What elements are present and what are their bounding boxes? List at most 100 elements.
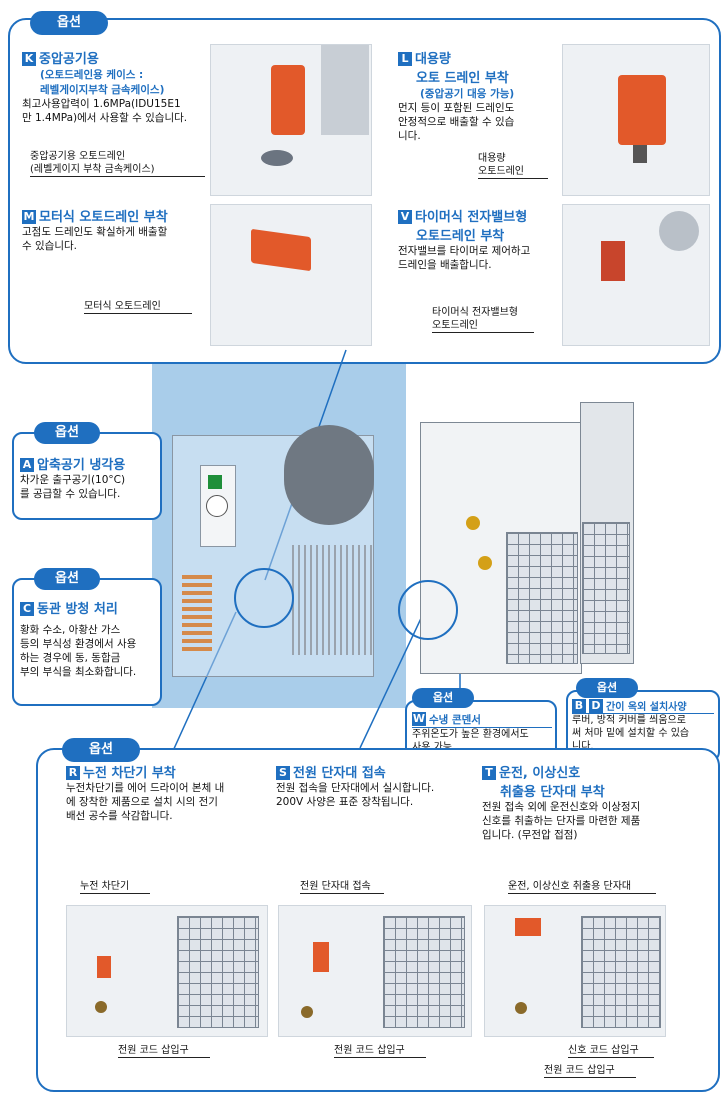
photo-k-metal-case-drain xyxy=(210,44,372,196)
option-c-desc3: 하는 경우에 동, 동합금 xyxy=(20,652,121,664)
option-w-desc1: 주위온도가 높은 환경에서도 xyxy=(412,729,529,740)
photo-r-breaker xyxy=(66,905,268,1037)
option-m-title: 모터식 오토드레인 부착 xyxy=(39,210,168,225)
photo-l-large-drain xyxy=(562,44,710,196)
option-a-desc2: 를 공급할 수 있습니다. xyxy=(20,488,121,500)
option-v-title: 타이머식 전자밸브형 xyxy=(415,210,528,225)
option-t-title2: 취출용 단자대 부착 xyxy=(500,785,605,800)
letter-l: L xyxy=(398,52,412,66)
option-s-caption-top: 전원 단자대 접속 xyxy=(300,880,384,894)
option-s-title: 전원 단자대 접속 xyxy=(293,766,386,781)
option-w-content: W수냉 콘덴서 주위온도가 높은 환경에서도 사용 가능 xyxy=(412,712,552,754)
option-v-caption-2: 오토드레인 xyxy=(432,320,478,331)
option-k-caption: 중압공기용 오토드레인 (레벨게이지 부착 금속케이스) xyxy=(30,150,205,177)
option-r-desc3: 배선 공수를 삭감합니다. xyxy=(66,810,173,822)
letter-k: K xyxy=(22,52,36,66)
photo-s-terminal-block xyxy=(278,905,472,1037)
option-t-desc1: 전원 접속 외에 운전신호와 이상정지 xyxy=(482,801,641,813)
option-l-caption-2: 오토드레인 xyxy=(478,166,524,177)
option-t-caption-top: 운전, 이상신호 취출용 단자대 xyxy=(508,880,656,894)
option-k-caption-1: 중압공기용 오토드레인 xyxy=(30,151,126,162)
option-r-desc1: 누전차단기를 에어 드라이어 본체 내 xyxy=(66,782,225,794)
option-l-sub: (중압공기 대응 가능) xyxy=(420,88,515,100)
option-v-caption: 타이머식 전자밸브형 오토드레인 xyxy=(432,306,534,333)
option-s-desc1: 전원 접속을 단자대에서 실시합니다. xyxy=(276,782,435,794)
dryer-cutaway-illustration xyxy=(172,395,388,690)
option-r-title: 누전 차단기 부착 xyxy=(83,766,176,781)
option-pill-bottom: 옵션 xyxy=(62,738,140,762)
option-c-desc2: 등의 부식성 환경에서 사용 xyxy=(20,638,137,650)
option-a-title: 압축공기 냉각용 xyxy=(37,458,126,473)
option-r-caption-top: 누전 차단기 xyxy=(80,880,150,894)
option-r-caption-bottom: 전원 코드 삽입구 xyxy=(118,1044,210,1058)
option-s-caption-bottom: 전원 코드 삽입구 xyxy=(334,1044,426,1058)
option-w-desc2: 사용 가능 xyxy=(412,741,552,754)
option-k-desc2: 만 1.4MPa)에서 사용할 수 있습니다. xyxy=(22,112,188,124)
option-bd-title: 간이 옥외 설치사양 xyxy=(606,702,687,713)
option-k-sub1: (오토드레인용 케이스 : xyxy=(40,69,144,81)
photo-t-signal-terminal xyxy=(484,905,666,1037)
letter-a: A xyxy=(20,458,34,472)
option-bd-desc1: 루버, 방적 커버를 씌움으로 xyxy=(572,715,686,726)
option-t-title: 운전, 이상신호 xyxy=(499,766,581,781)
option-k-caption-2: (레벨게이지 부착 금속케이스) xyxy=(30,164,155,175)
option-l-title2: 오토 드레인 부착 xyxy=(416,71,509,86)
option-c-desc4: 부의 부식을 최소화합니다. xyxy=(20,666,137,678)
option-l-caption: 대용량 오토드레인 xyxy=(478,152,548,179)
letter-r: R xyxy=(66,766,80,780)
option-s-desc2: 200V 사양은 표준 장착됩니다. xyxy=(276,796,414,808)
option-bd-desc3: 니다. xyxy=(572,741,594,752)
option-c-title: 동관 방청 처리 xyxy=(37,602,118,617)
option-a-desc1: 차가운 출구공기(10°C) xyxy=(20,474,126,486)
callout-circle-center xyxy=(234,568,294,628)
option-t-caption-mid: 신호 코드 삽입구 xyxy=(568,1044,654,1058)
photo-v-solenoid-drain xyxy=(562,204,710,346)
option-l-desc1: 먼지 등이 포함된 드레인도 xyxy=(398,102,515,114)
dryer-exterior-illustration xyxy=(410,392,640,682)
option-pill-top: 옵션 xyxy=(30,11,108,35)
letter-w: W xyxy=(412,712,426,726)
option-k-title: 중압공기용 xyxy=(39,52,99,67)
option-l-title: 대용량 xyxy=(415,52,451,67)
option-k-desc1: 최고사용압력이 1.6MPa(IDU15E1 xyxy=(22,98,181,110)
option-v-desc2: 드레인을 배출합니다. xyxy=(398,259,492,271)
option-w-title: 수냉 콘덴서 xyxy=(429,714,481,726)
photo-m-motor-drain xyxy=(210,204,372,346)
option-pill-w: 옵션 xyxy=(412,688,474,708)
option-r-desc2: 에 장착한 제품으로 설치 시의 전기 xyxy=(66,796,218,808)
option-t-desc2: 신호를 취출하는 단자를 마련한 제품 xyxy=(482,815,641,827)
option-v-desc1: 전자밸브를 타이머로 제어하고 xyxy=(398,245,531,257)
option-t-caption-bottom: 전원 코드 삽입구 xyxy=(544,1064,636,1078)
option-m-desc1: 고점도 드레인도 확실하게 배출할 xyxy=(22,226,168,238)
letter-v: V xyxy=(398,210,412,224)
option-c-desc1: 황화 수소, 아황산 가스 xyxy=(20,624,121,636)
letter-b: B xyxy=(572,699,586,713)
option-l-desc2: 안정적으로 배출할 수 있습 xyxy=(398,116,515,128)
option-t-desc3: 입니다. (무전압 접점) xyxy=(482,829,578,841)
letter-s: S xyxy=(276,766,290,780)
option-c-box xyxy=(12,578,162,706)
option-m-caption: 모터식 오토드레인 xyxy=(84,300,192,314)
option-v-title2: 오토드레인 부착 xyxy=(416,229,505,244)
option-pill-c: 옵션 xyxy=(34,568,100,590)
option-pill-a: 옵션 xyxy=(34,422,100,444)
option-pill-bd: 옵션 xyxy=(576,678,638,698)
callout-circle-right xyxy=(398,580,458,640)
option-bd-desc2: 써 처마 밑에 설치할 수 있습 xyxy=(572,728,690,739)
letter-t: T xyxy=(482,766,496,780)
letter-c: C xyxy=(20,602,34,616)
option-v-caption-1: 타이머식 전자밸브형 xyxy=(432,307,518,318)
option-a-box xyxy=(12,432,162,520)
letter-d: D xyxy=(589,699,603,713)
letter-m: M xyxy=(22,210,36,224)
option-k-sub2: 레벨게이지부착 금속케이스) xyxy=(40,84,165,96)
